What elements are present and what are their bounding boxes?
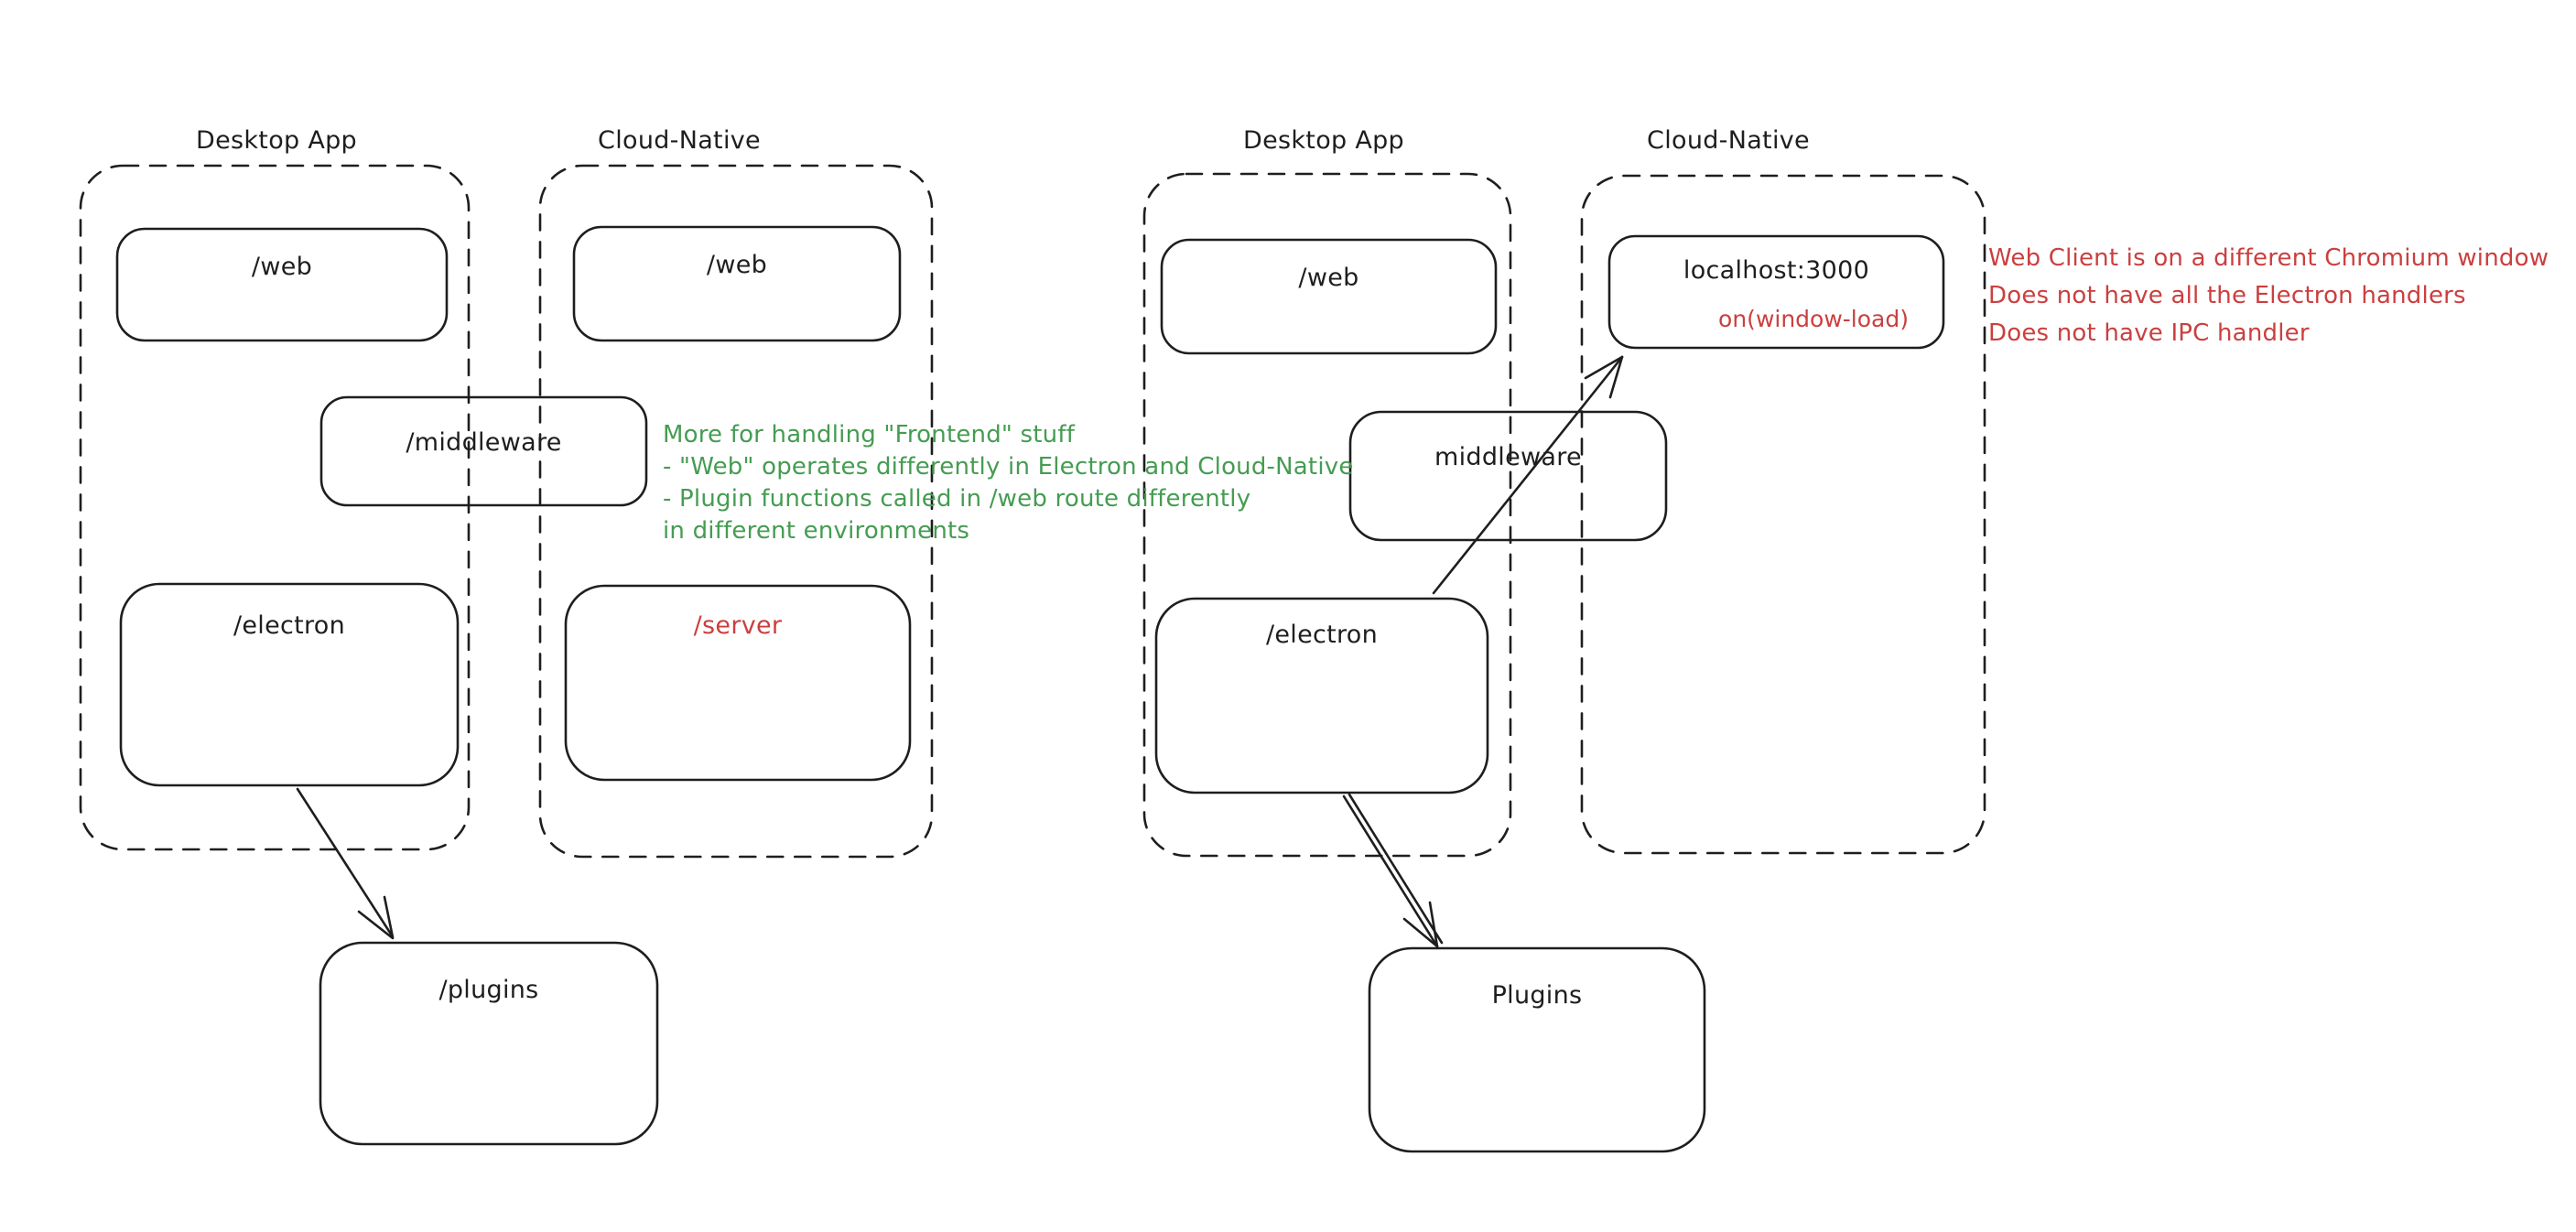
left-cloud-container[interactable] bbox=[538, 164, 934, 859]
box-electron-right[interactable] bbox=[1154, 597, 1489, 794]
left-desktop-container[interactable] bbox=[79, 164, 471, 851]
box-middleware-left[interactable] bbox=[319, 395, 648, 507]
label-window-load-right[interactable]: on(window-load) bbox=[1718, 306, 1909, 332]
left-cloud-title[interactable]: Cloud-Native bbox=[598, 126, 761, 155]
label-web-cloud-left[interactable]: /web bbox=[706, 251, 768, 279]
green-note-line-4: in different environments bbox=[663, 517, 970, 545]
right-desktop-title[interactable]: Desktop App bbox=[1243, 126, 1404, 155]
red-note-line-3: Does not have IPC handler bbox=[1988, 319, 2310, 347]
green-note[interactable]: More for handling "Frontend" stuff - "We… bbox=[663, 419, 1354, 547]
red-note-line-2: Does not have all the Electron handlers bbox=[1988, 282, 2466, 309]
right-cloud-title[interactable]: Cloud-Native bbox=[1647, 126, 1810, 155]
box-plugins-left[interactable] bbox=[319, 941, 659, 1146]
box-web-right[interactable] bbox=[1160, 238, 1498, 355]
label-middleware-right[interactable]: middleware bbox=[1434, 443, 1582, 471]
green-note-line-2: - "Web" operates differently in Electron… bbox=[663, 453, 1354, 481]
green-note-line-1: More for handling "Frontend" stuff bbox=[663, 421, 1076, 448]
box-localhost-right[interactable] bbox=[1607, 234, 1945, 350]
box-web-desktop-left[interactable] bbox=[115, 227, 449, 342]
box-web-cloud-left[interactable] bbox=[572, 225, 902, 342]
label-server-left[interactable]: /server bbox=[693, 611, 783, 640]
left-desktop-title[interactable]: Desktop App bbox=[196, 126, 357, 155]
label-electron-right[interactable]: /electron bbox=[1265, 621, 1379, 649]
label-web-right[interactable]: /web bbox=[1298, 264, 1359, 292]
arrow-electron-to-localhost-right[interactable] bbox=[1432, 355, 1624, 595]
label-electron-left[interactable]: /electron bbox=[233, 611, 346, 640]
red-note-line-1: Web Client is on a different Chromium wi… bbox=[1988, 244, 2549, 272]
label-middleware-left[interactable]: /middleware bbox=[406, 428, 562, 457]
label-plugins-right[interactable]: Plugins bbox=[1491, 981, 1583, 1010]
label-localhost-right[interactable]: localhost:3000 bbox=[1683, 256, 1870, 285]
box-middleware-right[interactable] bbox=[1348, 410, 1668, 542]
box-plugins-right[interactable] bbox=[1368, 946, 1706, 1153]
red-note[interactable]: Web Client is on a different Chromium wi… bbox=[1988, 240, 2549, 352]
label-web-desktop-left[interactable]: /web bbox=[251, 253, 313, 281]
label-plugins-left[interactable]: /plugins bbox=[438, 976, 539, 1004]
box-server-left[interactable] bbox=[564, 584, 912, 782]
box-electron-left[interactable] bbox=[119, 582, 460, 787]
green-note-line-3: - Plugin functions called in /web route … bbox=[663, 485, 1251, 513]
arrow-electron-to-plugins-right[interactable] bbox=[1342, 793, 1444, 948]
right-desktop-container[interactable] bbox=[1142, 172, 1512, 858]
arrow-electron-to-plugins-left[interactable] bbox=[296, 787, 395, 940]
